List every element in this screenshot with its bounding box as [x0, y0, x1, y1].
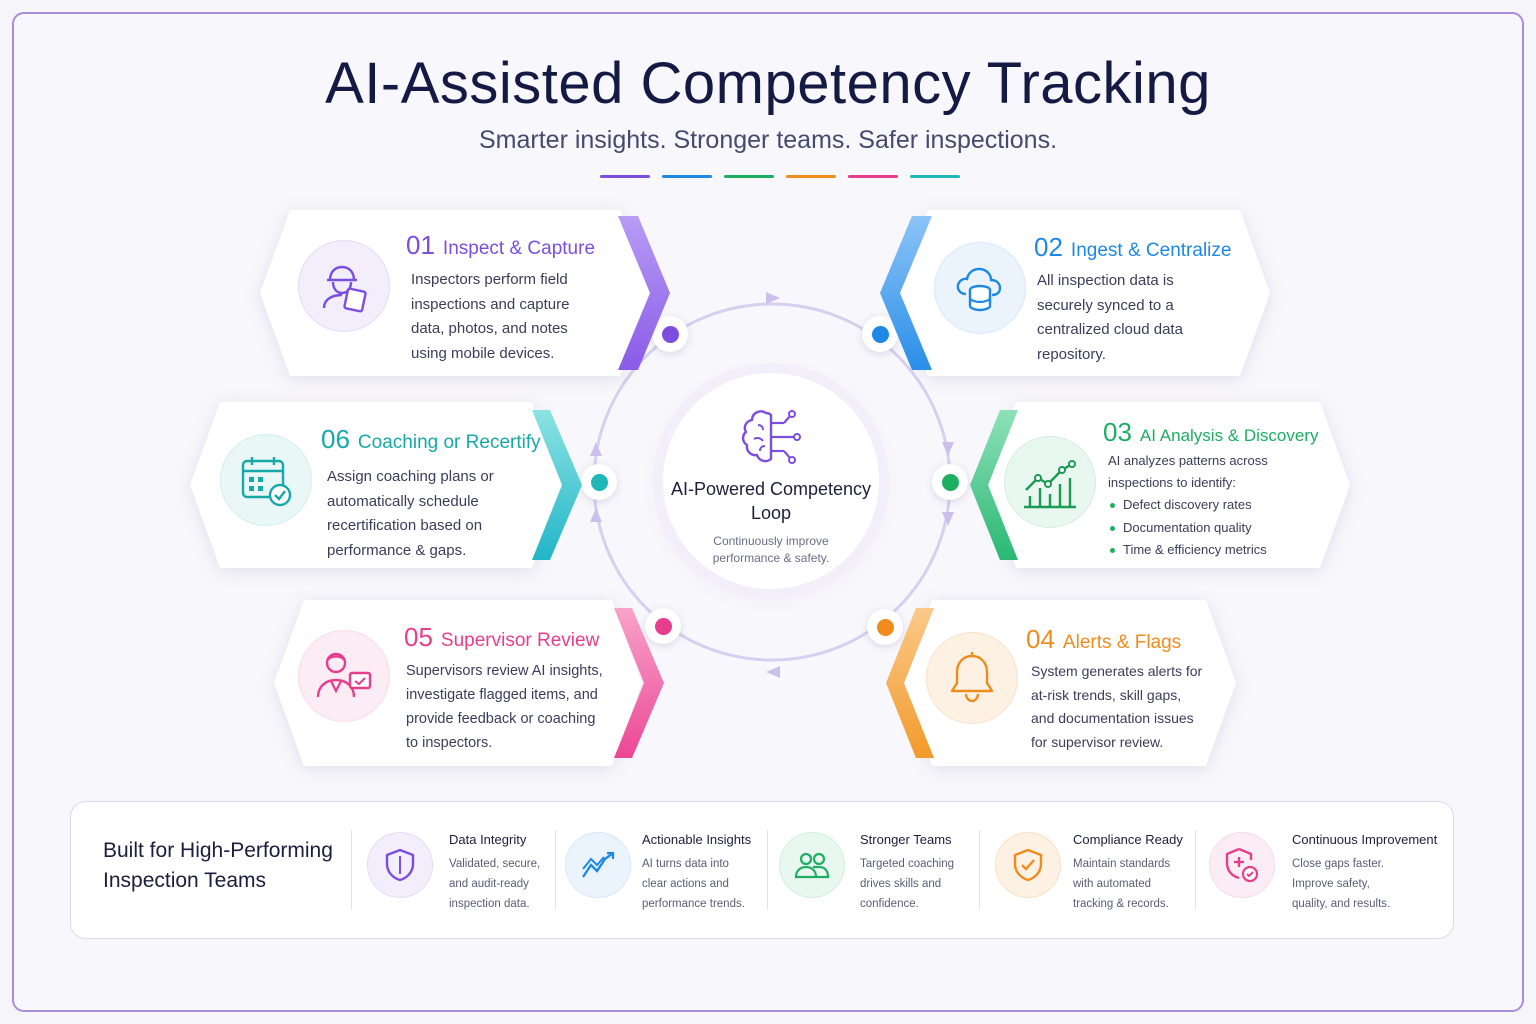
- features-footer: Built for High-Performing Inspection Tea…: [70, 801, 1454, 939]
- feature-title: Continuous Improvement: [1292, 832, 1438, 847]
- step-description: System generates alerts for at-risk tren…: [1031, 663, 1203, 750]
- step-number: 03: [1103, 417, 1132, 447]
- step-description: AI analyzes patterns across inspections …: [1108, 450, 1318, 562]
- inspector-tablet-icon: [322, 265, 367, 313]
- shield-icon: [385, 848, 415, 882]
- feature-compliance-ready: Compliance Ready Maintain standards with…: [995, 802, 1191, 940]
- feature-text: Targeted coaching drives skills and conf…: [860, 858, 954, 910]
- footer-divider: [351, 830, 352, 910]
- feature-icon-circle: [779, 832, 845, 898]
- footer-lead: Built for High-Performing Inspection Tea…: [103, 839, 333, 892]
- step-title: Supervisor Review: [440, 630, 600, 651]
- step-heading: 05 Supervisor Review: [404, 622, 599, 653]
- connector-dot-03: [932, 464, 968, 500]
- step-title: Inspect & Capture: [442, 238, 596, 259]
- step-number: 01: [406, 230, 435, 260]
- feature-text: AI turns data into clear actions and per…: [642, 858, 745, 910]
- footer-divider: [1195, 830, 1196, 910]
- step-heading: 01 Inspect & Capture: [406, 230, 595, 261]
- bullet-item: Documentation quality: [1108, 517, 1318, 540]
- calendar-check-icon: [241, 457, 292, 507]
- feature-title: Compliance Ready: [1073, 832, 1183, 847]
- step-heading: 06 Coaching or Recertify: [321, 424, 541, 455]
- step-card-04: 04 Alerts & Flags System generates alerts…: [882, 600, 1236, 766]
- shield-check-icon: [1013, 848, 1043, 882]
- step-heading: 03 AI Analysis & Discovery: [1103, 417, 1318, 448]
- step-number: 04: [1026, 624, 1055, 654]
- feature-text: Close gaps faster. Improve safety, quali…: [1292, 858, 1391, 910]
- step-heading: 04 Alerts & Flags: [1026, 624, 1181, 655]
- step-card-06: 06 Coaching or Recertify Assign coaching …: [190, 402, 586, 568]
- feature-actionable-insights: Actionable Insights AI turns data into c…: [565, 802, 765, 940]
- feature-icon-circle: [367, 832, 433, 898]
- dash-teal: [910, 175, 960, 178]
- step-icon-circle: [298, 630, 390, 722]
- dash-green: [724, 175, 774, 178]
- feature-title: Data Integrity: [449, 832, 527, 847]
- bell-icon: [950, 652, 994, 703]
- connector-dot-04: [867, 609, 903, 645]
- supervisor-chat-icon: [316, 652, 372, 698]
- step-number: 05: [404, 622, 433, 652]
- step-card-03: 03 AI Analysis & Discovery AI analyzes pa…: [966, 402, 1350, 568]
- step-heading: 02 Ingest & Centralize: [1034, 232, 1231, 263]
- shield-plus-icon: [1225, 847, 1259, 883]
- feature-continuous-improvement: Continuous Improvement Close gaps faster…: [1209, 802, 1449, 940]
- feature-title: Actionable Insights: [642, 832, 752, 847]
- dash-pink: [848, 175, 898, 178]
- bullet-item: Defect discovery rates: [1108, 494, 1318, 517]
- team-icon: [794, 852, 830, 879]
- cloud-database-icon: [956, 267, 1002, 312]
- step-description: All inspection data is securely synced t…: [1037, 272, 1183, 363]
- connector-dot-06: [581, 464, 617, 500]
- page-title: AI-Assisted Competency Tracking: [325, 51, 1211, 116]
- bullet-item: Time & efficiency metrics: [1108, 539, 1318, 562]
- step-bullets: Defect discovery rates Documentation qua…: [1108, 494, 1318, 562]
- step-title: Coaching or Recertify: [357, 432, 541, 453]
- dash-orange: [786, 175, 836, 178]
- connector-dot-01: [652, 316, 688, 352]
- dash-blue: [662, 175, 712, 178]
- feature-text: Validated, secure, and audit-ready inspe…: [449, 858, 541, 910]
- feature-icon-circle: [565, 832, 631, 898]
- footer-divider: [555, 830, 556, 910]
- feature-stronger-teams: Stronger Teams Targeted coaching drives …: [779, 802, 975, 940]
- step-icon-circle: [1004, 436, 1096, 528]
- center-loop-badge: AI-Powered Competency Loop Continuously …: [663, 373, 879, 589]
- step-description: Assign coaching plans or automatically s…: [327, 468, 494, 559]
- step-title: Alerts & Flags: [1062, 632, 1182, 653]
- step-description: Supervisors review AI insights, investig…: [406, 663, 603, 751]
- step-icon-circle: [220, 434, 312, 526]
- step-description: Inspectors perform field inspections and…: [411, 271, 570, 362]
- dash-purple: [600, 175, 650, 178]
- step-icon-circle: [934, 242, 1026, 334]
- center-subtitle: Continuously improve performance & safet…: [712, 534, 830, 565]
- footer-divider: [979, 830, 980, 910]
- feature-icon-circle: [995, 832, 1061, 898]
- center-title: AI-Powered Competency Loop: [670, 479, 872, 523]
- feature-title: Stronger Teams: [860, 832, 952, 847]
- step-number: 06: [321, 424, 350, 454]
- footer-divider: [767, 830, 768, 910]
- step-title: AI Analysis & Discovery: [1139, 426, 1319, 445]
- color-dashes: [600, 175, 960, 178]
- step-card-05: 05 Supervisor Review Supervisors review A…: [274, 600, 666, 766]
- chart-trend-icon: [1024, 460, 1076, 509]
- card-shape: [970, 402, 1350, 568]
- feature-icon-circle: [1209, 832, 1275, 898]
- step-icon-circle: [926, 632, 1018, 724]
- step-card-01: 01 Inspect & Capture Inspectors perform f…: [260, 210, 672, 376]
- step-title: Ingest & Centralize: [1070, 240, 1232, 261]
- step-intro: AI analyzes patterns across inspections …: [1108, 453, 1268, 490]
- connector-dot-02: [862, 316, 898, 352]
- page-subtitle: Smarter insights. Stronger teams. Safer …: [478, 126, 1058, 154]
- connector-dot-05: [645, 608, 681, 644]
- brain-circuit-icon: [741, 410, 801, 464]
- feature-data-integrity: Data Integrity Validated, secure, and au…: [367, 802, 557, 940]
- step-card-02: 02 Ingest & Centralize All inspection dat…: [878, 210, 1270, 376]
- trend-icon: [582, 851, 615, 878]
- step-icon-circle: [298, 240, 390, 332]
- step-number: 02: [1034, 232, 1063, 262]
- feature-text: Maintain standards with automated tracki…: [1073, 858, 1171, 910]
